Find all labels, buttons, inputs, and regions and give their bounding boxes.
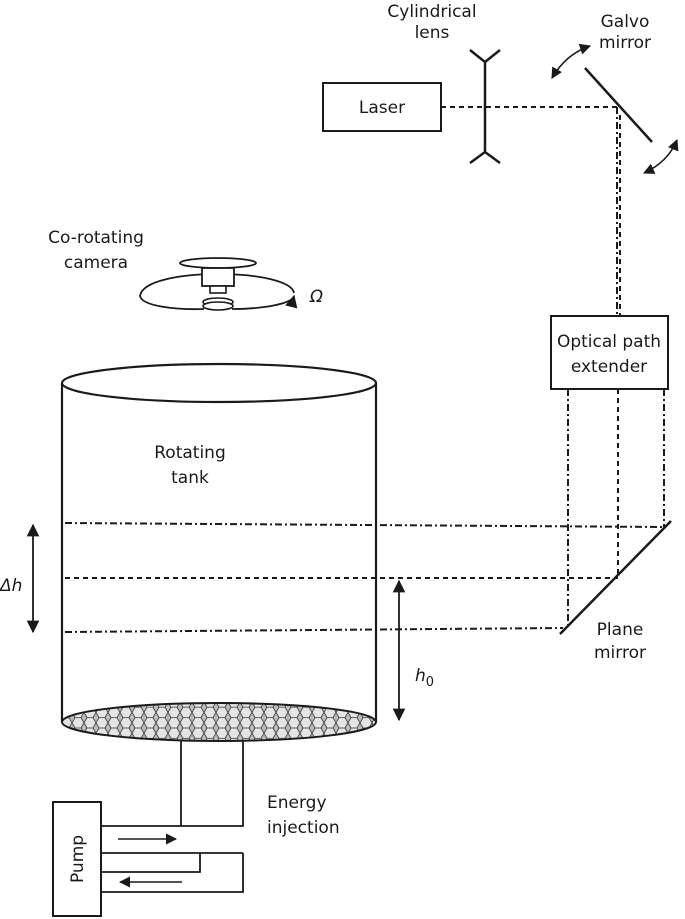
plane-mirror-label: Plane <box>597 620 644 640</box>
camera-rotation-path-front <box>139 295 205 311</box>
cylindrical-lens: Cylindrical lens <box>387 2 501 165</box>
camera-rotation-arrow <box>231 294 298 310</box>
pipe-outer <box>101 741 244 893</box>
light-sheet-upper <box>64 522 665 528</box>
energy-injection-label-2: injection <box>267 818 340 838</box>
laser-box <box>322 82 442 132</box>
galvo-mirror-label: Galvo <box>601 12 650 32</box>
galvo-rotation-arrow-lower <box>642 138 679 174</box>
light-sheets <box>64 522 665 633</box>
optical-path-extender-label-2: extender <box>571 357 647 377</box>
delta-h-label: Δh <box>0 576 22 596</box>
galvo-mirror-label-2: mirror <box>599 33 651 53</box>
rotating-tank-label-2: tank <box>171 468 209 488</box>
rotating-tank-label: Rotating <box>154 443 226 463</box>
light-sheet-lower <box>64 627 564 633</box>
pump-box <box>52 801 102 917</box>
optical-path-extender-box <box>550 315 669 390</box>
laser: Laser <box>322 82 442 132</box>
galvo-rotation-arrow-upper <box>551 43 592 79</box>
scanning-beam <box>616 107 621 316</box>
tank-bottom-mesh <box>61 702 377 742</box>
camera-mount-plate <box>179 257 257 269</box>
cylindrical-lens-label: Cylindrical <box>387 2 476 22</box>
h0-subscript: 0 <box>426 675 434 690</box>
co-rotating-camera: Co-rotating camera Ω <box>48 228 323 311</box>
delta-h-indicator: Δh <box>0 523 40 634</box>
pump-label: Pump <box>68 835 88 883</box>
plane-mirror: Plane mirror <box>559 520 672 663</box>
laser-label: Laser <box>359 98 405 118</box>
rotating-tank: Rotating tank <box>60 362 378 742</box>
galvo-mirror: Galvo mirror <box>551 12 679 174</box>
camera-body <box>201 267 235 287</box>
cylindrical-lens-shape <box>469 49 501 165</box>
plane-mirror-label-2: mirror <box>594 643 646 663</box>
h0-symbol: h <box>415 666 426 686</box>
h0-indicator: h0 <box>392 579 434 722</box>
omega-label: Ω <box>309 287 323 307</box>
optical-path-extender: Optical path extender <box>550 315 669 390</box>
galvo-mirror-surface <box>584 67 653 143</box>
tank-top-rim <box>60 362 378 404</box>
extender-output-beams <box>567 389 665 628</box>
h0-label: h0 <box>415 666 434 690</box>
camera-label: Co-rotating <box>48 228 144 248</box>
optical-path-extender-label: Optical path <box>557 332 661 352</box>
energy-injection-system: Pump Energy injection <box>52 741 340 917</box>
camera-label-2: camera <box>64 253 128 273</box>
cylindrical-lens-label-2: lens <box>415 23 450 43</box>
camera-neck <box>209 285 227 294</box>
energy-injection-label: Energy <box>267 793 327 813</box>
